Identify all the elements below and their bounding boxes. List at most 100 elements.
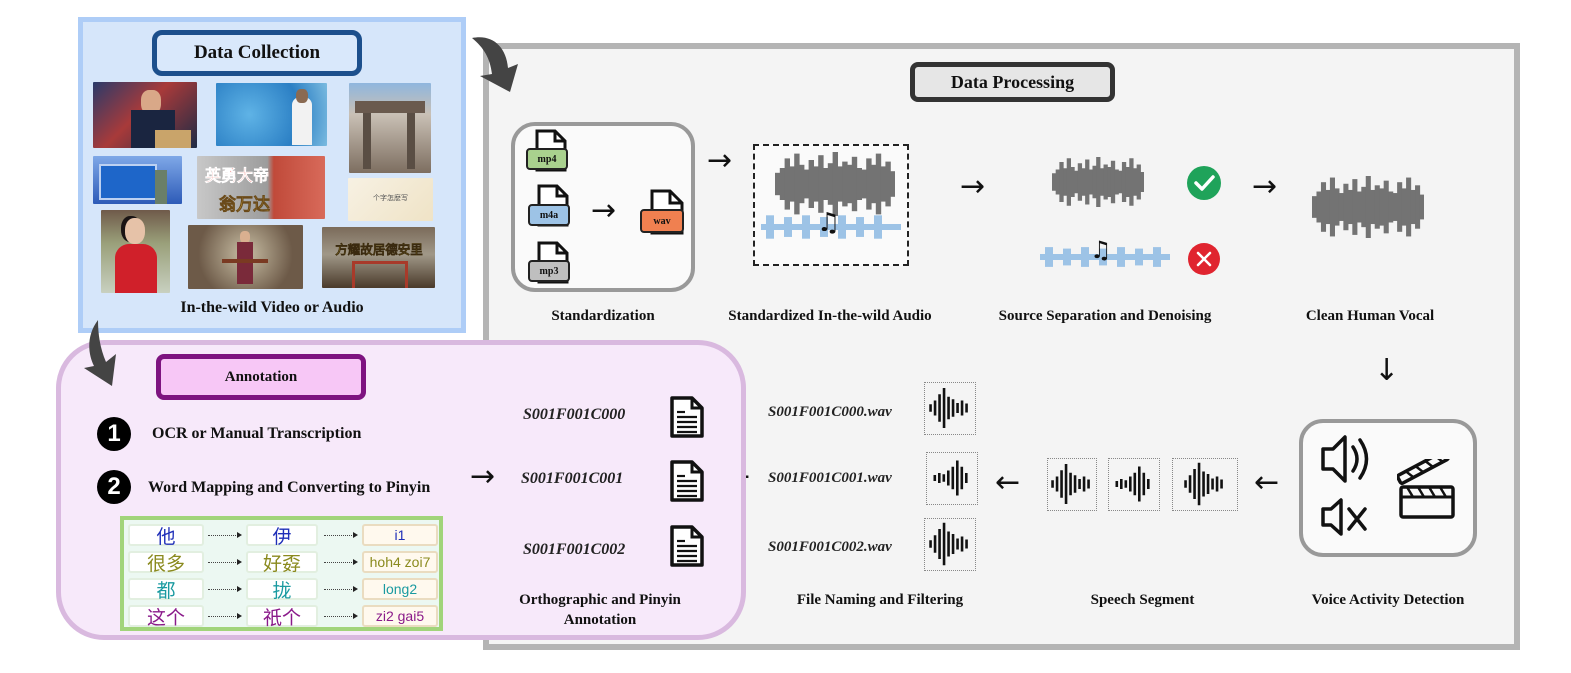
standardized-audio-label: Standardized In-the-wild Audio <box>728 308 932 324</box>
waveform-icon <box>1051 464 1090 504</box>
arrow-left-icon: ← <box>995 465 1021 500</box>
video-thumbnail-tv-studio <box>93 156 182 204</box>
waveform-bar <box>938 394 941 422</box>
video-thumbnail-ancestral-gate: 方耀故居德安里 <box>322 227 435 288</box>
waveform-bar <box>890 171 895 197</box>
arrow-left-icon: ← <box>1254 465 1280 500</box>
mapping-arrow-icon <box>208 559 242 565</box>
waveform-bar <box>1103 164 1108 200</box>
video-thumbnail-calligraphy-card: 个字怎麽写 <box>348 178 433 221</box>
waveform-bar <box>1055 476 1059 492</box>
clapperboard-icon <box>1397 459 1455 519</box>
annotation-caption-line2: Annotation <box>563 612 637 628</box>
waveform-bar <box>947 470 950 486</box>
waveform-bar <box>1074 170 1079 194</box>
annotation-caption-line1: Orthographic and Pinyin <box>519 592 681 608</box>
waveform-icon <box>1115 466 1150 502</box>
waveform-bar <box>1133 472 1137 496</box>
clean-vocal-label: Clean Human Vocal <box>1305 308 1435 324</box>
waveform-bar <box>876 219 880 235</box>
cross-icon <box>1188 243 1220 275</box>
waveform-bar <box>794 153 800 215</box>
mapping-arrow-icon <box>208 532 242 538</box>
waveform-bar <box>875 153 882 215</box>
wav-waveform-box <box>924 382 976 435</box>
standardization-label: Standardization <box>551 308 655 324</box>
waveform-bar <box>933 535 937 553</box>
step-text: Word Mapping and Converting to Pinyin <box>148 479 431 496</box>
waveform-bar <box>818 155 824 213</box>
waveform-bar <box>837 166 843 202</box>
waveform-bar <box>938 473 941 483</box>
waveform-bar <box>1316 191 1322 223</box>
speaker-on-icon <box>1321 435 1369 483</box>
waveform-bar <box>851 156 858 212</box>
waveform-bar <box>1361 186 1367 228</box>
waveform-bar <box>1215 476 1219 492</box>
waveform-bar <box>960 400 964 416</box>
waveform-bar <box>1099 168 1105 196</box>
waveform-bar <box>1136 164 1141 200</box>
waveform-bar <box>847 164 853 204</box>
waveform-bar <box>1383 180 1389 234</box>
waveform-bar <box>1096 157 1101 207</box>
waveform-bar <box>1129 158 1134 206</box>
waveform-bar <box>947 396 950 420</box>
waveform-bar <box>1070 167 1075 197</box>
voice-waveform-icon <box>775 152 895 216</box>
curved-arrow-icon <box>472 37 518 92</box>
dialect-word: 好孬 <box>246 551 318 575</box>
curved-arrow-icon <box>84 320 116 386</box>
vad-box <box>1299 419 1477 557</box>
waveform-bar <box>929 404 932 412</box>
waveform-bar <box>1047 250 1051 264</box>
waveform-bar <box>856 168 862 200</box>
waveform-bar <box>1101 251 1105 263</box>
mapping-arrow-icon <box>208 586 242 592</box>
clean-vocal-waveform-icon <box>1312 176 1424 238</box>
wav-filename: S001F001C000.wav <box>768 404 892 420</box>
m4a-tag: m4a <box>528 204 570 226</box>
waveform-bar <box>1147 479 1150 489</box>
waveform-bar <box>775 172 781 196</box>
waveform-bar <box>1124 480 1128 488</box>
waveform-bar <box>1055 169 1060 195</box>
waveform-bar <box>813 166 819 202</box>
waveform-bar <box>1397 182 1403 232</box>
waveform-bar <box>1379 188 1385 226</box>
arrow-right-icon: → <box>960 169 986 204</box>
music-note-icon: ♫ <box>817 208 841 238</box>
waveform-bar <box>861 169 867 199</box>
document-icon <box>670 396 704 438</box>
waveform-bar <box>1338 193 1344 221</box>
video-thumbnail-news-anchor <box>93 82 197 148</box>
waveform-bar <box>1088 169 1094 195</box>
waveform-bar <box>1081 168 1086 196</box>
waveform-bar <box>1356 191 1362 223</box>
waveform-bar <box>1060 470 1063 498</box>
waveform-bar <box>1129 476 1132 492</box>
waveform-bar <box>1063 168 1068 196</box>
video-thumbnail-stage-performer <box>188 225 303 289</box>
waveform-bar <box>842 161 848 207</box>
waveform-bar <box>942 522 946 566</box>
waveform-bar <box>947 531 950 557</box>
waveform-bar <box>1083 250 1087 264</box>
pinyin-romanization: i1 <box>362 524 438 546</box>
waveform-bar <box>1211 478 1214 490</box>
waveform-bar <box>1410 189 1416 225</box>
waveform-bar <box>1202 471 1205 497</box>
waveform-bar <box>1343 183 1349 231</box>
speech-segment-box <box>1108 458 1160 511</box>
waveform-bar <box>1352 179 1358 235</box>
video-thumbnail-memorial-arch <box>349 83 431 173</box>
waveform-bar <box>1370 189 1376 225</box>
waveform-bar <box>960 536 964 552</box>
waveform-bar <box>1197 462 1201 506</box>
waveform-icon <box>929 522 968 566</box>
waveform-bar <box>1059 162 1064 202</box>
waveform-bar <box>858 220 862 234</box>
mandarin-word: 很多 <box>128 551 204 575</box>
waveform-bar <box>1206 474 1210 494</box>
wav-tag: wav <box>640 209 684 233</box>
